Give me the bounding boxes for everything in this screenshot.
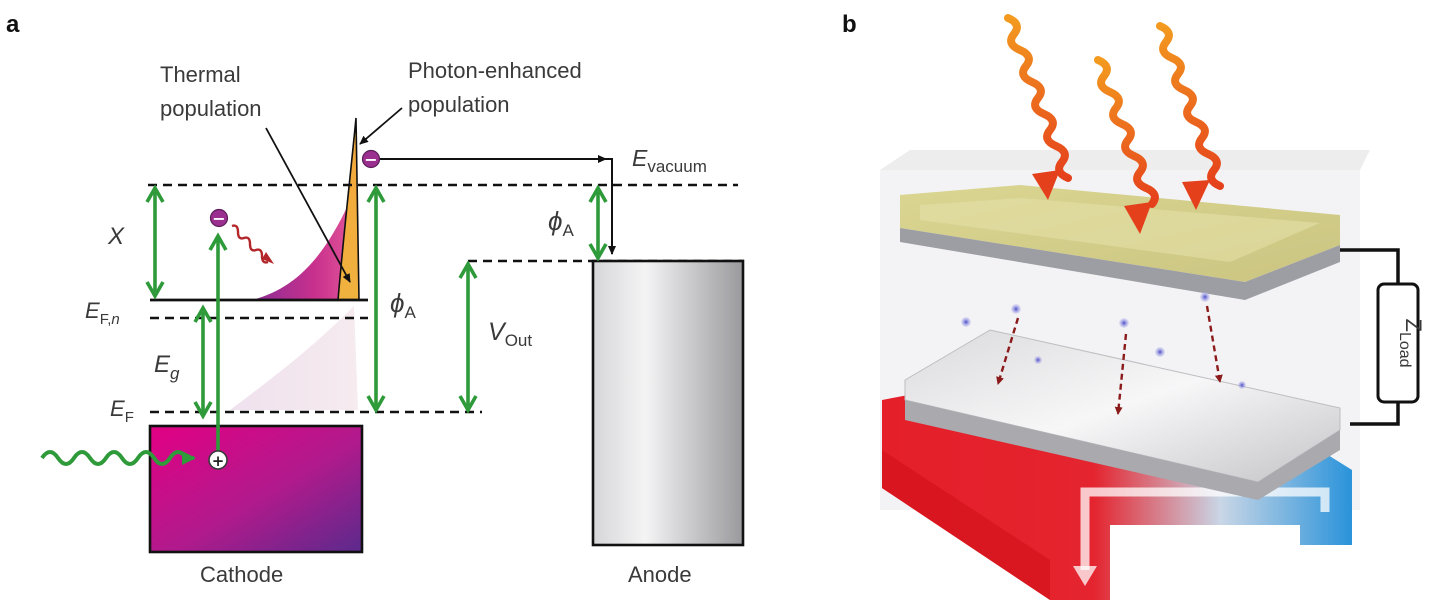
panel-a-label: a <box>6 11 20 38</box>
svg-text:−: − <box>364 150 377 169</box>
heat-flow-arrow <box>1080 487 1330 570</box>
gap-electron <box>1200 292 1210 302</box>
phi-a-anode-label: ϕA <box>548 206 574 240</box>
svg-text:−: − <box>212 209 225 228</box>
load-wire <box>1340 248 1400 426</box>
gap-electron <box>1155 347 1165 357</box>
vout-label: VOut <box>488 318 532 350</box>
cathode-block <box>148 424 364 554</box>
cathode-label: Cathode <box>200 562 283 587</box>
photon-label-2: population <box>408 92 510 117</box>
electron-flow-arrow <box>1114 333 1128 415</box>
thermal-label-1: Thermal <box>160 62 241 87</box>
chi-label: X <box>107 223 125 250</box>
gap-electron <box>1034 356 1042 364</box>
photon-pointer <box>359 107 403 145</box>
thermalization-wave <box>231 224 269 264</box>
sunlight-ray <box>1156 22 1224 210</box>
gap-electron <box>961 317 971 327</box>
electron-emitted: − <box>361 149 381 169</box>
electron-thermal: − <box>209 208 229 228</box>
eg-label: Eg <box>154 351 180 383</box>
ef-label: EF <box>110 396 134 426</box>
gap-electron <box>1238 381 1246 389</box>
anode-label: Anode <box>628 562 692 587</box>
photon-label-1: Photon-enhanced <box>408 58 582 83</box>
anode-block <box>591 259 745 547</box>
load-resistor <box>1376 282 1420 404</box>
gap-electron <box>1011 304 1021 314</box>
panel-a: a <box>6 11 745 587</box>
incoming-photon-wave <box>40 450 196 466</box>
ghost-distribution <box>230 306 358 410</box>
load-label: ZLoad <box>1396 318 1426 367</box>
sunlight-ray <box>1094 56 1159 234</box>
svg-text:+: + <box>212 452 225 470</box>
sunlight-ray <box>1004 14 1072 200</box>
hole: + <box>208 450 228 470</box>
electron-flow-arrow <box>1205 305 1223 383</box>
gap-electron <box>1119 318 1129 328</box>
photon-population-shape <box>337 117 360 301</box>
panel-b-label: b <box>842 11 857 38</box>
panel-b: b ZLoad <box>842 11 1426 600</box>
thermal-label-2: population <box>160 96 262 121</box>
evacuum-label: Evacuum <box>632 145 707 176</box>
electron-flow-arrow <box>996 317 1020 385</box>
thermal-population-shape <box>252 205 356 300</box>
efn-label: EF,n <box>85 298 120 328</box>
phi-a-cathode-label: ϕA <box>390 288 416 322</box>
electron-path <box>380 158 616 255</box>
thermal-pointer <box>265 127 351 283</box>
heat-base-side <box>882 450 1050 600</box>
